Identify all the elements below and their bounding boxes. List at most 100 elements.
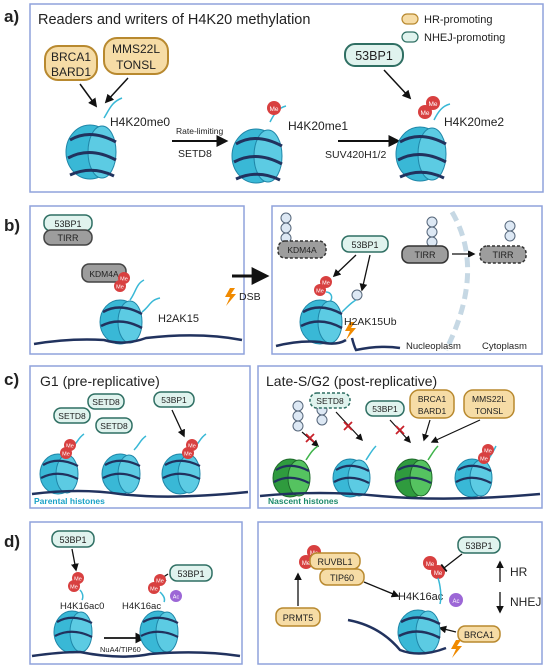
c-left-53bp1-arrow: [171, 409, 185, 438]
state-me1-label: H4K20me1: [288, 119, 348, 133]
b-right-nucleosome: [275, 291, 401, 352]
dsb-bolt-icon: [225, 288, 236, 306]
d-left-nua4-label: NuA4/TIP60: [100, 645, 141, 654]
d-right-brca1-label: BRCA1: [464, 630, 494, 640]
d-left-53bp1-b-label: 53BP1: [177, 569, 204, 579]
b-right-53bp1-label: 53BP1: [351, 240, 378, 250]
d-left-nucleosome-1: [53, 589, 93, 654]
c-left-methyl-label-3: Me: [188, 444, 196, 450]
d-left-methyl-label-1: Me: [74, 577, 82, 583]
c-right-methyl-label-1: Me: [484, 449, 492, 455]
c-left-nucleosome-3: [161, 433, 207, 495]
panel-a-frame: [29, 3, 544, 193]
b-left-nucleosome: [33, 279, 243, 346]
panel-letter-c: c): [4, 370, 19, 389]
panel-c-left-frame: [29, 365, 251, 509]
d-right-nucleosome: [347, 577, 447, 655]
b-left-h2ak15-label: H2AK15: [158, 313, 199, 325]
nuclear-envelope: [443, 210, 471, 352]
c-right-tonsl-arrow: [430, 419, 481, 443]
d-right-53bp1: [457, 536, 501, 554]
c-left-53bp1-label: 53BP1: [161, 395, 187, 405]
d-left-53bp1-a-label: 53BP1: [59, 535, 86, 545]
d-right-tip60-arrow: [363, 581, 400, 598]
panel-c-right-frame: [257, 365, 543, 509]
c-left-methyl-4: [182, 447, 194, 459]
b-right-methyl-label-1: Me: [322, 281, 330, 287]
arrow1-bottom-label: SETD8: [178, 148, 212, 160]
d-right-methyl-label-2: Me: [434, 571, 443, 577]
mms22l-tonsl-complex: [103, 37, 169, 75]
c-right-nucleosome-3-nascent: [394, 445, 439, 498]
c-right-brca1-label: BRCA1: [418, 394, 447, 404]
c-right-nucleosome-4: [454, 445, 497, 498]
c-left-nucleosome-1: [39, 433, 85, 495]
c-left-setd8-3: [95, 417, 133, 434]
methyl-label-a2: Me: [428, 101, 437, 108]
b-left-tirr-label: TIRR: [58, 233, 79, 243]
ub-chain-b3: [504, 220, 516, 242]
nucleosome-me2: [395, 103, 451, 182]
b-right-tirr-2: [479, 245, 527, 264]
d-left-methyl-label-4: Me: [150, 587, 158, 593]
c-right-mms22l-label: MMS22L: [472, 394, 506, 404]
d-left-methyl-label-3: Me: [156, 579, 164, 585]
red-x-icon-2: [343, 421, 353, 431]
d-right-methyl-1: [423, 556, 437, 570]
c-right-mms22l-tonsl: [463, 389, 515, 419]
d-right-53bp1-blocked-line: [440, 553, 463, 573]
d-right-53bp1-label: 53BP1: [465, 541, 492, 551]
c-left-methyl-2: [60, 447, 72, 459]
red-x-icon-1: [305, 433, 315, 443]
d-right-brca1: [457, 625, 501, 643]
c-right-setd8-label: SETD8: [316, 396, 344, 406]
cytoplasm-label: Cytoplasm: [482, 341, 527, 352]
b-left-methyl-2: [114, 280, 126, 292]
b-left-methyl-label-1: Me: [120, 277, 128, 283]
c-right-title: Late-S/G2 (post-replicative): [266, 373, 437, 389]
arrow-53bp1-to-ub: [359, 254, 371, 292]
c-left-parental-label: Parental histones: [34, 496, 105, 506]
panel-a-title: Readers and writers of H4K20 methylation: [38, 12, 310, 28]
c-right-brca1-bard1: [409, 389, 455, 419]
b-right-tirr-1: [401, 245, 449, 264]
d-right-acetyl-label: Ac: [452, 599, 459, 605]
b-left-tirr: [43, 229, 93, 246]
d-left-h4k16ac-label: H4K16ac: [122, 601, 161, 612]
c-left-setd8-2-label: SETD8: [58, 411, 86, 421]
ub-chain-b1: [280, 212, 292, 244]
c-right-53bp1-label: 53BP1: [372, 404, 398, 414]
d-left-nucleosome-2: [139, 591, 179, 654]
c-left-methyl-label-4: Me: [184, 452, 192, 458]
d-left-53bp1-b: [169, 564, 213, 582]
b-right-bolt-icon: [345, 322, 356, 340]
b-right-53bp1: [341, 235, 389, 253]
c-right-nucleosome-2: [332, 445, 377, 498]
c-right-brca1-arrow: [422, 419, 431, 442]
tonsl-label: TONSL: [116, 58, 156, 72]
d-left-methyl-4: [148, 582, 160, 594]
panel-b-left-frame: [29, 205, 245, 355]
d-left-53bp1-arrow: [71, 548, 79, 572]
c-left-methyl-label-1: Me: [66, 444, 74, 450]
c-right-53bp1: [365, 400, 405, 417]
b-right-methyl-label-2: Me: [316, 289, 324, 295]
legend-nhej-swatch: [401, 31, 419, 43]
panel-letter-b: b): [4, 216, 20, 235]
state-me2-label: H4K20me2: [444, 115, 504, 129]
b-right-tirr-1-label: TIRR: [415, 250, 436, 260]
d-right-tip60: [319, 568, 365, 586]
c-right-tonsl-label: TONSL: [475, 406, 503, 416]
d-left-h4k16ac0-label: H4K16ac0: [60, 601, 104, 612]
d-right-hr-label: HR: [510, 565, 528, 579]
brca1-bard1-complex: [44, 45, 98, 81]
ub-chain-b2: [426, 216, 438, 248]
d-right-prmt5-label: PRMT5: [283, 613, 314, 623]
red-x-icon-3: [395, 425, 405, 435]
arrow-brca1-to-me0: [79, 83, 98, 108]
b-right-ub-mark: [351, 289, 363, 301]
dsb-label: DSB: [239, 291, 261, 303]
b-left-methyl-label-2: Me: [116, 285, 124, 291]
b-right-kdm4a: [277, 240, 327, 259]
53bp1-label: 53BP1: [355, 49, 393, 63]
